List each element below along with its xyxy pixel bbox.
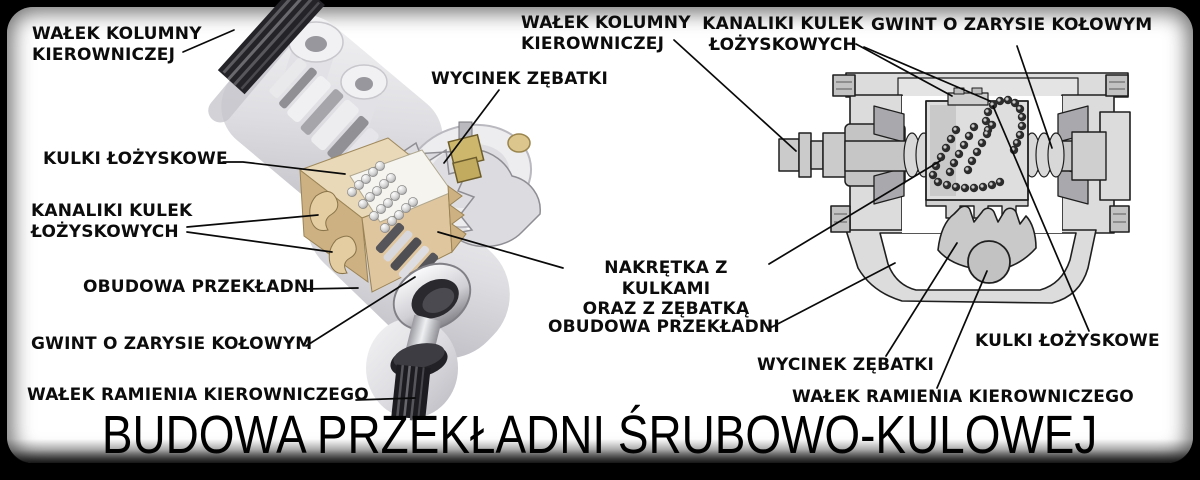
label-circular-thread-left: GWINT O ZARYSIE KOŁOWYM	[31, 334, 313, 354]
label-bearing-balls-left: KULKI ŁOŻYSKOWE	[43, 149, 228, 169]
bottom-fade	[7, 439, 1193, 463]
label-gear-housing-left: OBUDOWA PRZEKŁADNI	[83, 277, 315, 297]
label-ball-nut: NAKRĘTKA Z KULKAMI ORAZ Z ZĘBATKĄ	[582, 258, 750, 319]
label-gear-sector-bottom: WYCINEK ZĘBATKI	[757, 355, 935, 375]
label-steering-column-shaft-left: WAŁEK KOLUMNY KIEROWNICZEJ	[32, 24, 202, 65]
label-ball-channels-left: KANALIKI KULEK ŁOŻYSKOWYCH	[31, 201, 193, 242]
label-ball-channels-right: KANALIKI KULEK ŁOŻYSKOWYCH	[702, 14, 864, 55]
label-steering-column-shaft-right: WAŁEK KOLUMNY KIEROWNICZEJ	[521, 13, 691, 54]
label-pitman-arm-shaft-left: WAŁEK RAMIENIA KIEROWNICZEGO	[27, 385, 369, 405]
label-bearing-balls-right: KULKI ŁOŻYSKOWE	[975, 331, 1160, 351]
label-gear-sector-top: WYCINEK ZĘBATKI	[431, 69, 609, 89]
label-circular-thread-right: GWINT O ZARYSIE KOŁOWYM	[871, 15, 1153, 35]
label-pitman-arm-shaft-right: WAŁEK RAMIENIA KIEROWNICZEGO	[792, 387, 1134, 407]
label-gear-housing-right: OBUDOWA PRZEKŁADNI	[548, 317, 780, 337]
